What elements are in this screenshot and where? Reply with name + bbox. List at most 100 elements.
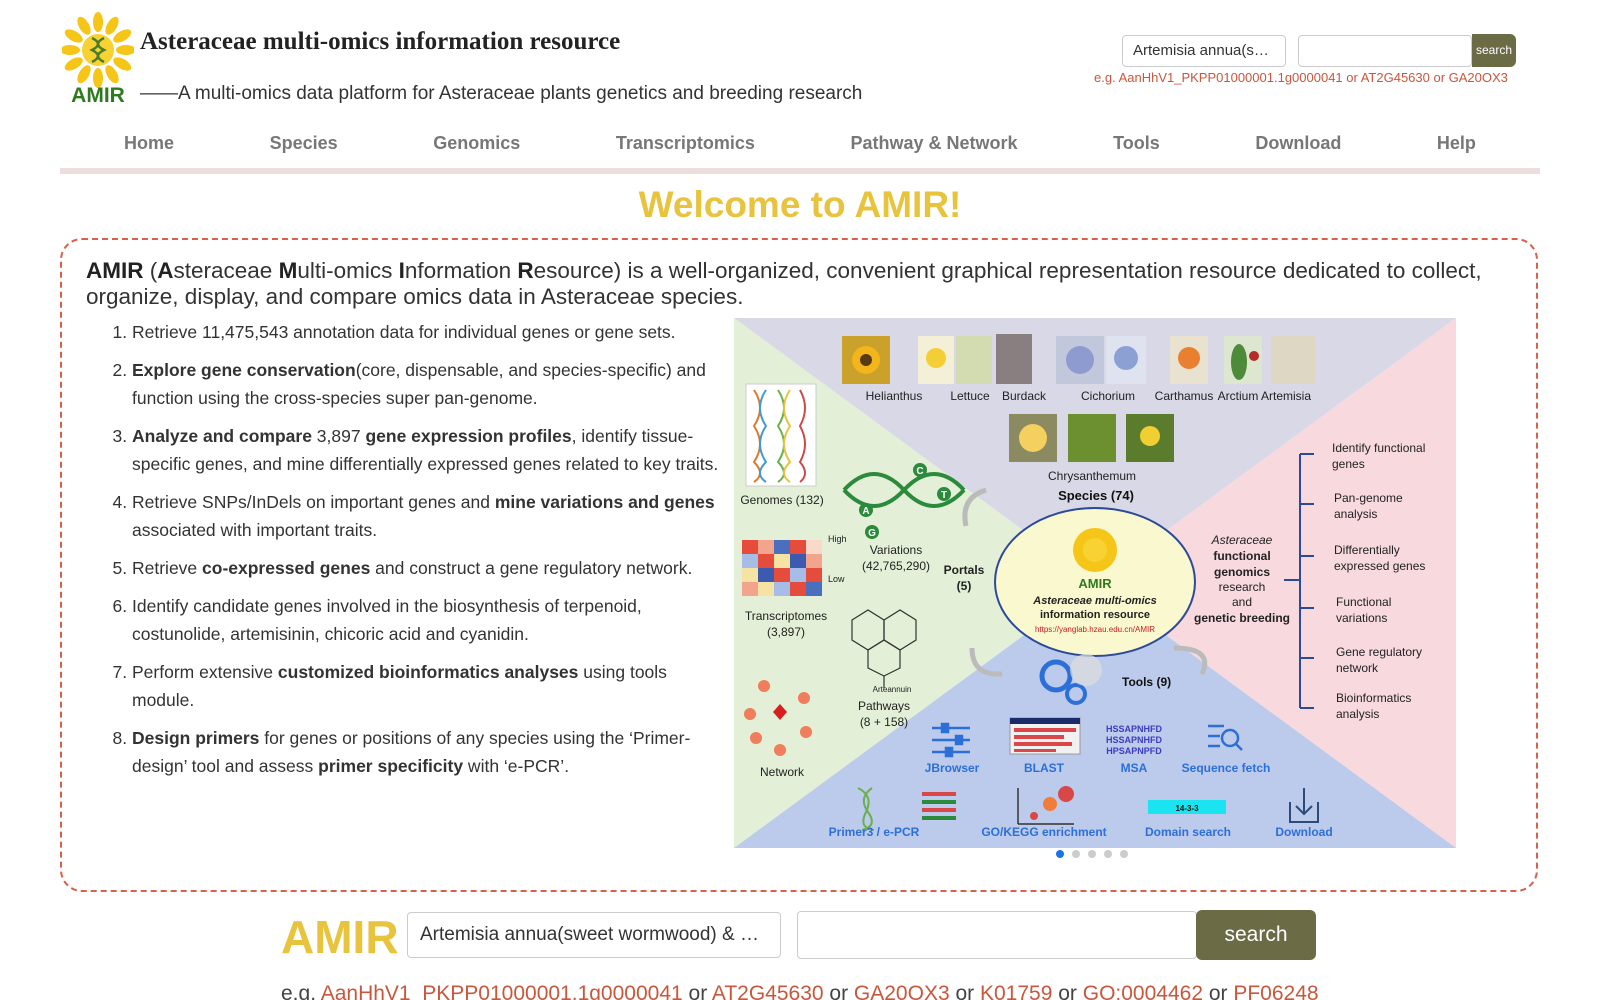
pathways-label: Pathways [858, 699, 910, 713]
intro-i-rest: nformation [404, 258, 518, 283]
nav-help[interactable]: Help [1436, 133, 1476, 153]
enrichment-plot-icon [1017, 786, 1074, 825]
nav-download[interactable]: Download [1255, 133, 1342, 153]
carousel-dot[interactable] [1072, 850, 1080, 858]
example-prefix: e.g. [281, 982, 321, 1000]
carousel-dot[interactable] [1104, 850, 1112, 858]
bottom-species-select[interactable]: Artemisia annua(sweet wormwood) & H… [407, 912, 781, 958]
example-link[interactable]: K01759 [979, 982, 1053, 1000]
intro-m: M [278, 258, 298, 283]
photo-artemisia [1271, 336, 1315, 384]
carousel-dots [1056, 850, 1128, 858]
right-title: genetic breeding [1194, 611, 1290, 625]
base-letter: T [941, 490, 947, 501]
dna-helix-icon [842, 472, 966, 508]
sequence-search-icon [1208, 724, 1243, 751]
feature-bold: co-expressed genes [202, 558, 371, 578]
example-link[interactable]: PF06248 [1233, 982, 1319, 1000]
intro-r-rest: esource) is a well-organized, convenient… [86, 258, 1482, 309]
right-item: Pan-genome [1334, 491, 1403, 505]
domain-label: 14-3-3 [1175, 804, 1199, 813]
center-amir-label: AMIR [1078, 576, 1112, 591]
feature-item: Retrieve co-expressed genes and construc… [132, 554, 726, 582]
photo-carthamus-flower [1178, 347, 1200, 369]
feature-text: and construct a gene regulatory network. [370, 558, 693, 578]
right-title: functional [1213, 549, 1270, 563]
tool-label: Primer3 / e-PCR [829, 825, 920, 839]
search-example: e.g. AanHhV1_PKPP01000001.1g0000041 or A… [1094, 70, 1508, 85]
nav-home[interactable]: Home [124, 133, 175, 153]
transcriptomes-label: Transcriptomes [745, 609, 827, 623]
overview-carousel-slide[interactable]: Helianthus Lettuce Burdack Cichorium Car… [734, 318, 1456, 848]
feature-text: 3,897 [311, 426, 366, 446]
photo-lettuce [956, 336, 992, 384]
heatmap-high-label: High [828, 534, 847, 544]
right-title: and [1232, 595, 1252, 609]
nav-genomics[interactable]: Genomics [433, 133, 521, 153]
right-item: Gene regulatory [1336, 645, 1422, 659]
species-label: Burdack [1002, 389, 1047, 403]
photo-chrys1-flower [1019, 424, 1047, 452]
feature-bold: Design primers [132, 728, 260, 748]
feature-bold: Explore gene conservation [132, 360, 356, 380]
feature-text: for genes or positions of any species us… [132, 728, 691, 776]
nav-species[interactable]: Species [269, 133, 338, 153]
bracket-lines [1284, 453, 1314, 709]
network-icon [744, 680, 812, 756]
carousel-dot[interactable] [1120, 850, 1128, 858]
logo-text: AMIR [71, 84, 125, 104]
feature-item: Analyze and compare 3,897 gene expressio… [132, 422, 726, 478]
intro-amir: AMIR [86, 258, 144, 283]
base-c-icon [913, 463, 927, 477]
right-title: genomics [1214, 565, 1270, 579]
photo-burdack [996, 334, 1032, 384]
right-item: analysis [1334, 507, 1377, 521]
feature-list: Retrieve 11,475,543 annotation data for … [88, 318, 726, 790]
feature-text: using tools module. [132, 662, 667, 710]
example-or: or [682, 982, 712, 1000]
center-sunflower-core [1083, 538, 1107, 562]
example-link[interactable]: GA20OX3 [853, 982, 950, 1000]
intro-text: AMIR (Asteraceae Multi-omics Information… [86, 258, 1526, 310]
nav-pathway-network[interactable]: Pathway & Network [850, 133, 1018, 153]
species-label: Helianthus [866, 389, 923, 403]
sliders-icon [932, 722, 970, 758]
right-item: genes [1332, 457, 1365, 471]
nav-tools[interactable]: Tools [1113, 133, 1160, 153]
pcr-icon [922, 792, 956, 820]
feature-bold: mine variations and genes [494, 492, 715, 512]
species-label: Lettuce [950, 389, 990, 403]
photo-arctium-bud [1249, 351, 1259, 361]
main-nav: Home Species Genomics Transcriptomics Pa… [60, 128, 1540, 168]
species-photos [842, 334, 1315, 462]
species-count: Species (74) [1058, 488, 1134, 503]
base-letter: G [868, 528, 876, 539]
bottom-search-input[interactable] [797, 911, 1197, 959]
example-link[interactable]: GO:0004462 [1082, 982, 1203, 1000]
feature-text: Retrieve 11,475,543 annotation data for … [132, 322, 676, 342]
bottom-logo: AMIR [281, 911, 399, 963]
tool-label: Domain search [1145, 825, 1231, 839]
base-letter: C [916, 466, 923, 477]
nav-transcriptomics[interactable]: Transcriptomics [615, 133, 755, 153]
variations-count: (42,765,290) [862, 559, 930, 573]
amir-logo[interactable]: AMIR [62, 12, 134, 104]
intro-m-rest: ulti-omics [297, 258, 399, 283]
arrow-icon [962, 487, 987, 527]
example-link[interactable]: AT2G45630 [711, 982, 824, 1000]
species-label: Cichorium [1081, 389, 1135, 403]
search-button[interactable]: search [1472, 34, 1516, 67]
tool-label: BLAST [1024, 761, 1065, 775]
species-select[interactable]: Artemisia annua(s… [1122, 35, 1286, 67]
tool-label: Sequence fetch [1182, 761, 1271, 775]
right-title: research [1219, 580, 1266, 594]
bottom-search-button[interactable]: search [1196, 910, 1316, 960]
gene-search-input[interactable] [1298, 35, 1472, 67]
feature-text: (core, dispensable, and species-specific… [132, 360, 706, 408]
carousel-dot[interactable] [1088, 850, 1096, 858]
example-link[interactable]: AanHhV1_PKPP01000001.1g0000041 [320, 982, 683, 1000]
carousel-dot[interactable] [1056, 850, 1064, 858]
photo-cichorium-flower [1066, 346, 1094, 374]
feature-text: Perform extensive [132, 662, 278, 682]
